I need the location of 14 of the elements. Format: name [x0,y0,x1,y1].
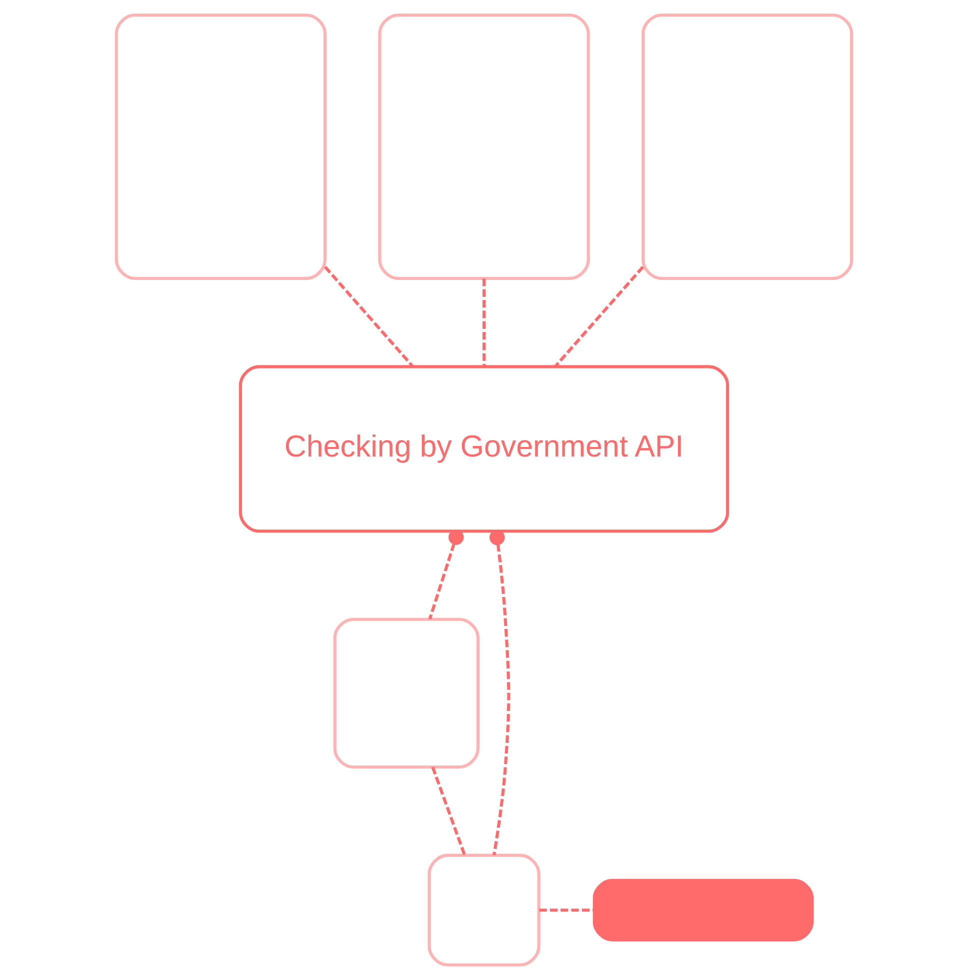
node-box [114,13,326,280]
node-box [642,13,854,280]
connector [324,265,414,368]
connector [539,908,594,912]
connector [489,529,510,855]
node-box [378,13,590,280]
connector [428,529,464,619]
connector [431,766,466,856]
node-box [428,853,540,966]
connector [554,265,644,368]
connector [482,278,486,366]
node-box [333,617,480,768]
node-bar [592,878,814,941]
node-box: Checking by Government API [238,364,730,532]
